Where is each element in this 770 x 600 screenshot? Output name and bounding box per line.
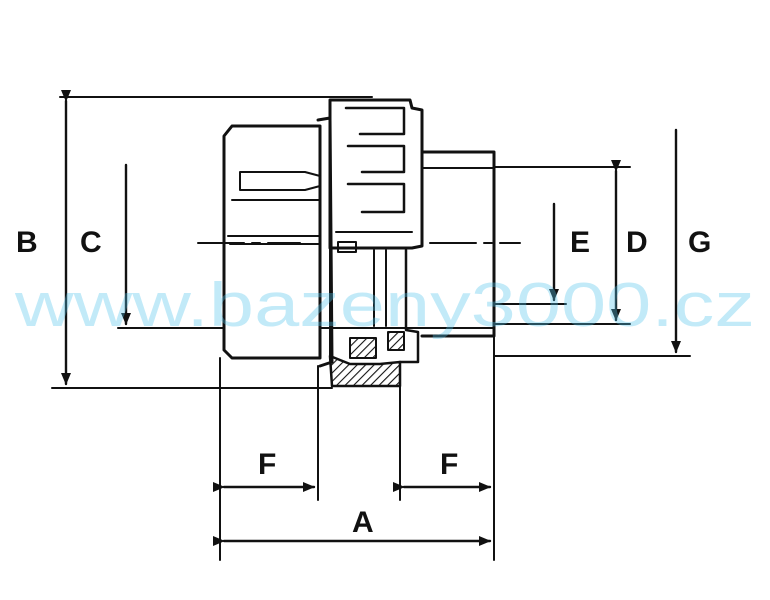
label-c: C xyxy=(80,226,102,259)
union-nut xyxy=(328,98,424,253)
label-b: B xyxy=(16,226,38,259)
label-a: A xyxy=(352,506,374,539)
label-f-left: F xyxy=(258,448,276,481)
label-e: E xyxy=(570,226,590,259)
extension-lines xyxy=(51,96,691,561)
label-g: G xyxy=(688,226,711,259)
dimension-arrows xyxy=(61,90,681,546)
watermark-text: www.bazeny3000.cz xyxy=(14,271,755,340)
inner-bore xyxy=(319,243,495,388)
label-f-right: F xyxy=(440,448,458,481)
label-d: D xyxy=(626,226,648,259)
right-socket-body xyxy=(398,150,496,364)
